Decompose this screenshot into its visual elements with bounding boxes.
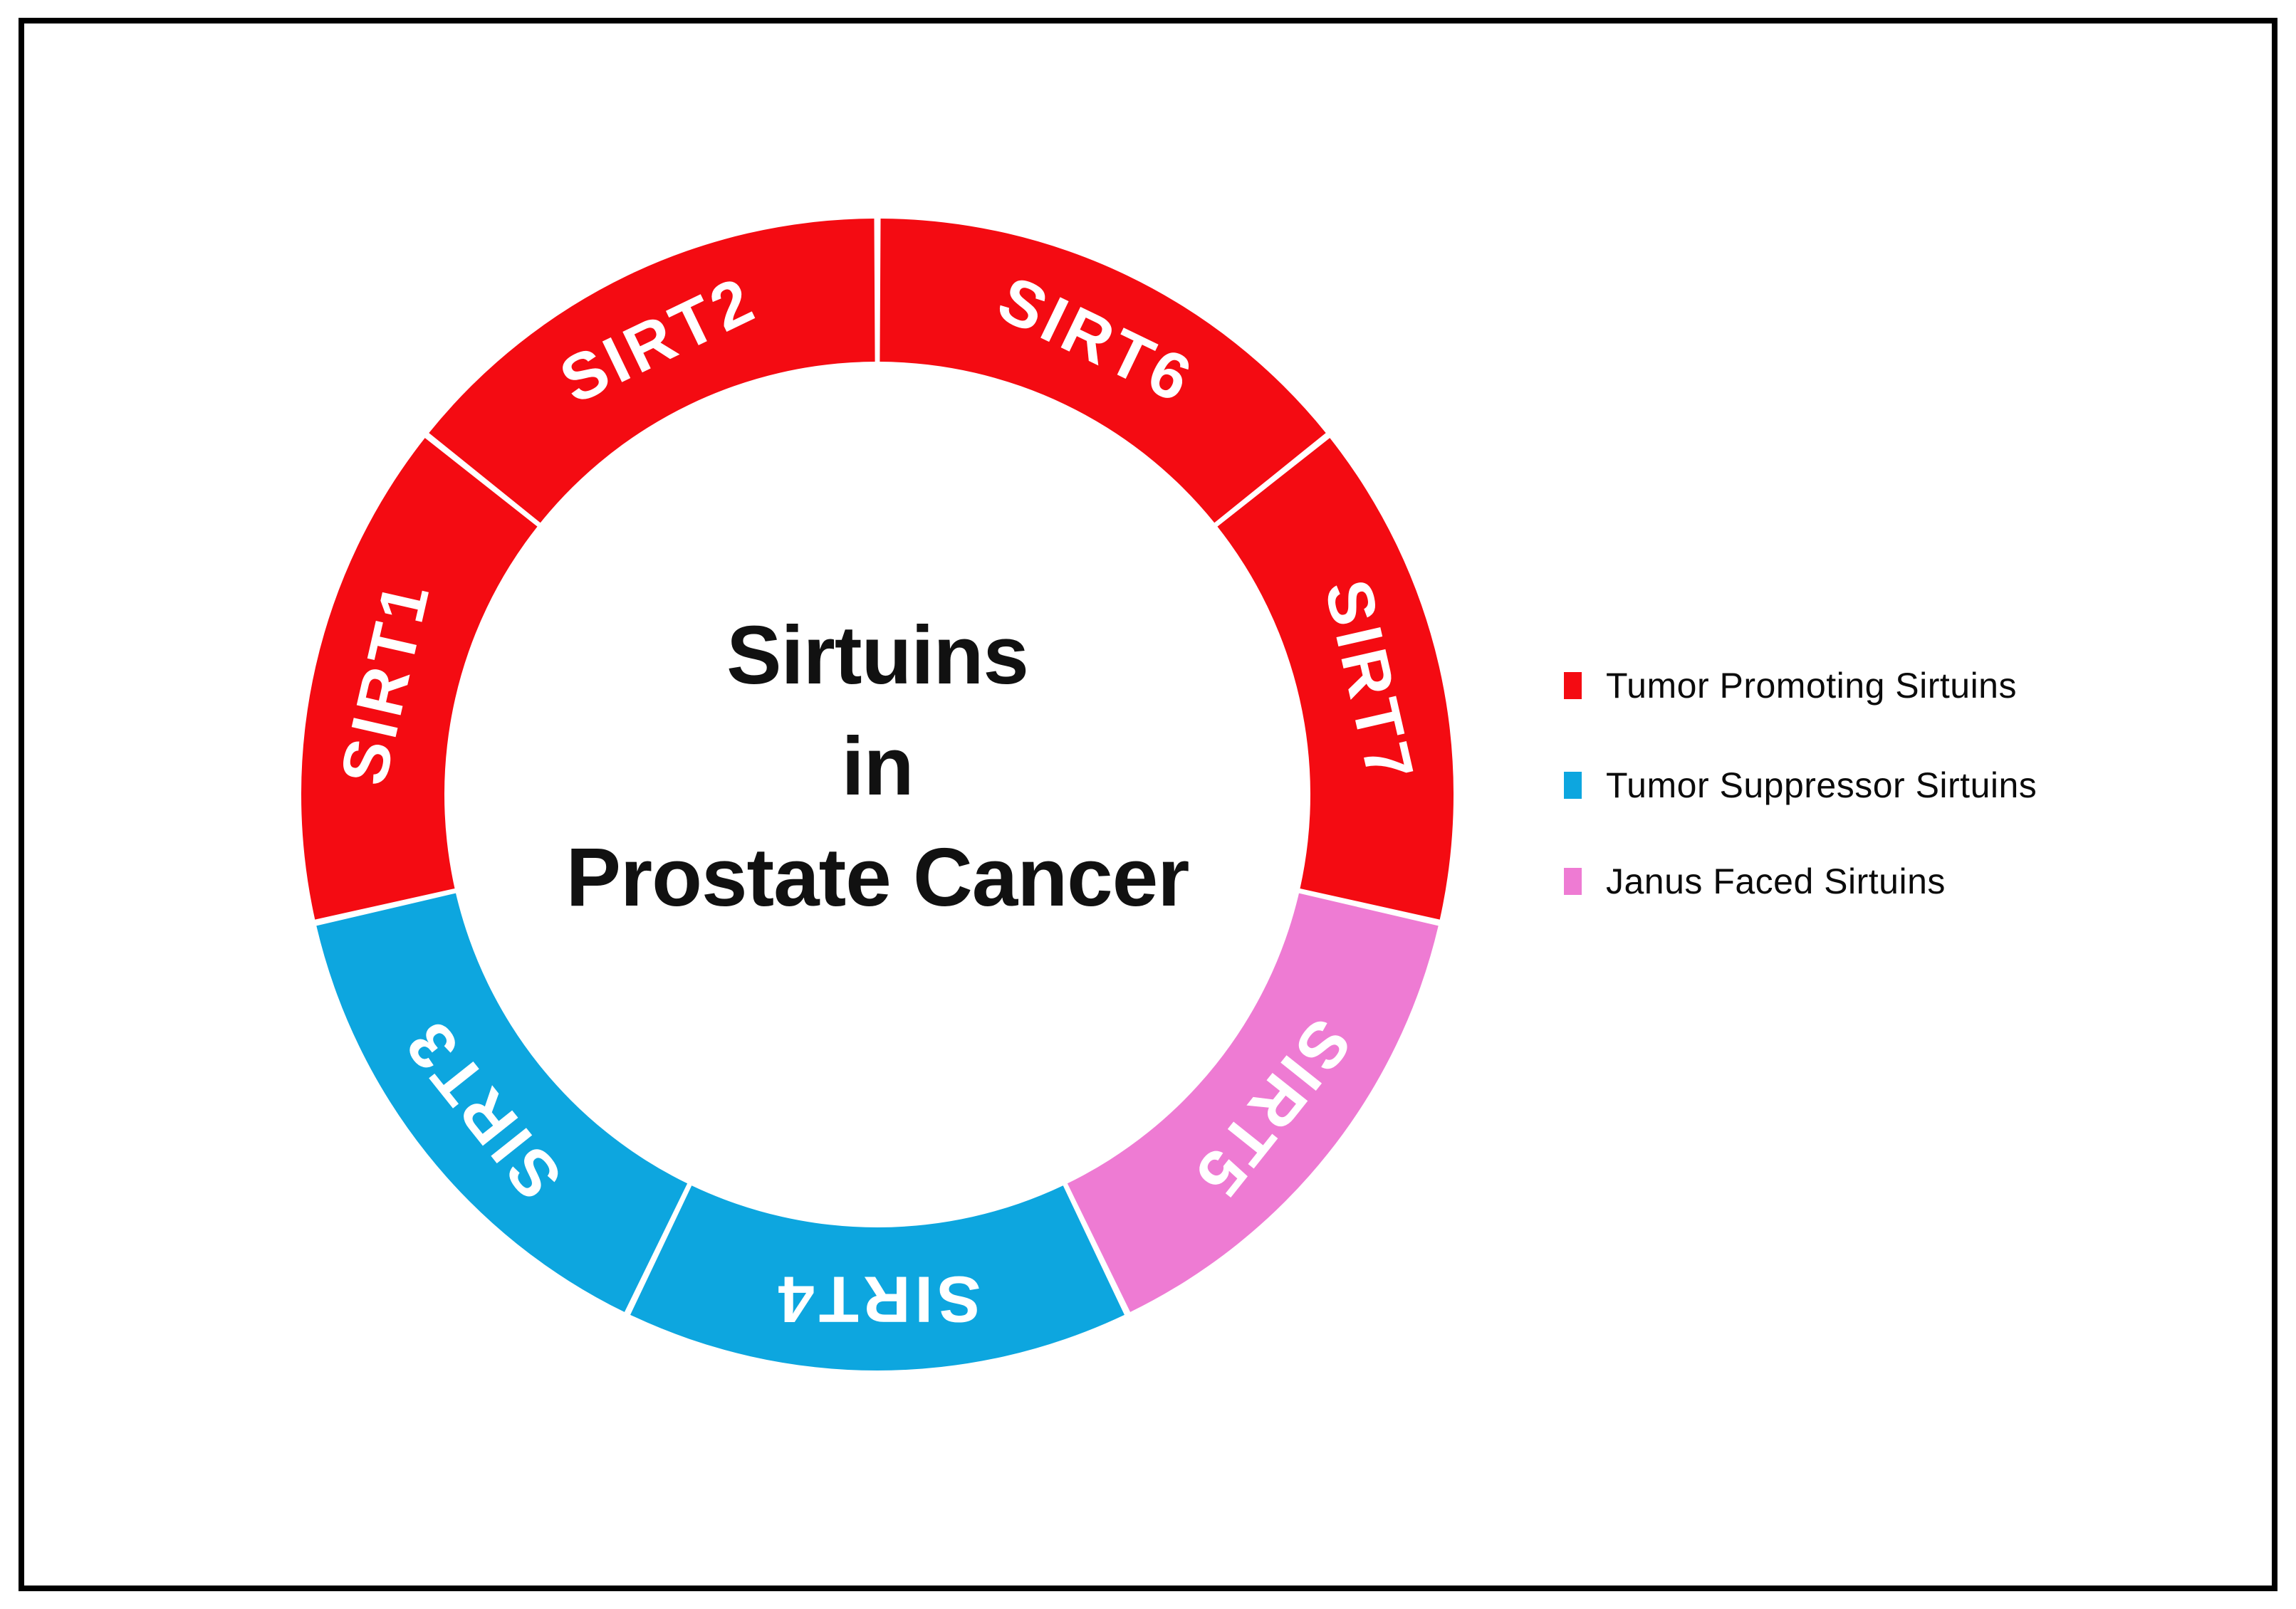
segment-sirt5: [1067, 893, 1439, 1312]
legend-label-tumor-suppressor: Tumor Suppressor Sirtuins: [1606, 765, 2037, 805]
segment-sirt3: [316, 893, 688, 1312]
legend-label-janus-faced: Janus Faced Sirtuins: [1606, 861, 1946, 901]
legend-item-tumor-promoting: Tumor Promoting Sirtuins: [1564, 659, 2017, 713]
legend-swatch-tumor-suppressor: [1564, 772, 1582, 799]
legend-label-tumor-promoting: Tumor Promoting Sirtuins: [1606, 666, 2017, 706]
segment-label-sirt4: SIRT4: [774, 1263, 981, 1336]
segment-sirt6: [880, 219, 1326, 523]
legend-item-tumor-suppressor: Tumor Suppressor Sirtuins: [1564, 758, 2037, 812]
segment-sirt2: [429, 219, 875, 523]
center-title-line-3: Prostate Cancer: [565, 831, 1190, 923]
legend-swatch-janus-faced: [1564, 868, 1582, 895]
segment-sirt1: [301, 438, 538, 920]
legend-item-janus-faced: Janus Faced Sirtuins: [1564, 854, 1946, 908]
figure-border: [19, 18, 2277, 1591]
center-title-line-1: Sirtuins: [726, 609, 1029, 701]
segment-sirt7: [1217, 438, 1454, 920]
segment-sirt4: [630, 1185, 1124, 1370]
center-title-line-2: in: [841, 720, 914, 812]
legend-swatch-tumor-promoting: [1564, 672, 1582, 699]
chart-center-title: Sirtuins in Prostate Cancer: [565, 599, 1190, 933]
